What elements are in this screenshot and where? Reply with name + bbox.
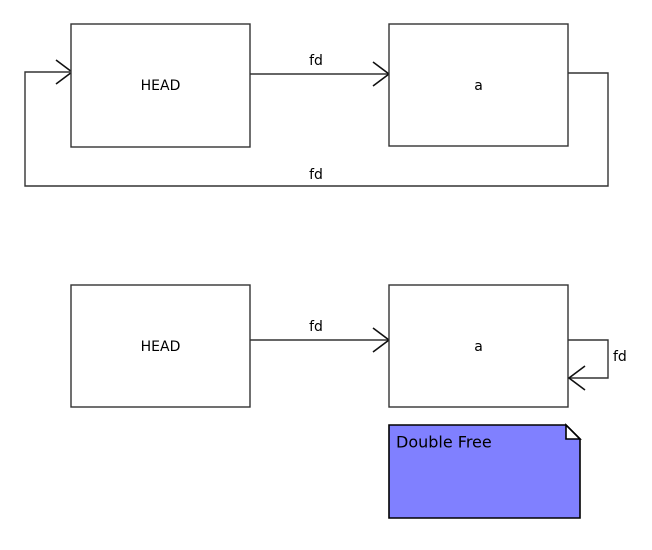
- edge-label-fd-head-to-a-top: fd: [309, 53, 323, 69]
- edge-a-self-loop-path: [568, 339, 609, 379]
- note-double-free-label: Double Free: [396, 433, 492, 452]
- node-head-top-label: HEAD: [141, 78, 181, 94]
- note-double-free[interactable]: Double Free: [388, 423, 582, 519]
- node-a-top-rect: [388, 23, 569, 147]
- arrowhead-self-loop-icon: [567, 365, 586, 391]
- node-a-top[interactable]: a: [388, 23, 569, 147]
- node-a-bottom[interactable]: a: [388, 284, 569, 408]
- note-double-free-shape: [388, 424, 581, 519]
- panel-double-free-list: HEAD fd a fd Doub: [70, 284, 627, 519]
- node-head-top[interactable]: HEAD: [70, 23, 251, 148]
- node-a-top-label: a: [474, 78, 483, 94]
- edge-a-to-head-wraparound[interactable]: fd: [24, 59, 609, 187]
- edge-label-fd-wraparound: fd: [309, 167, 323, 183]
- edge-label-fd-head-to-a-bottom: fd: [309, 319, 323, 335]
- node-a-bottom-rect: [388, 284, 569, 408]
- edge-wraparound-path: [24, 71, 609, 187]
- edge-label-fd-self-loop: fd: [613, 349, 627, 365]
- node-head-bottom[interactable]: HEAD: [70, 284, 251, 408]
- node-head-bottom-label: HEAD: [141, 339, 181, 355]
- node-head-bottom-rect: [70, 284, 251, 408]
- edge-head-to-a-bottom[interactable]: fd: [250, 319, 391, 353]
- node-head-top-rect: [70, 23, 251, 148]
- node-a-bottom-label: a: [474, 339, 483, 355]
- edge-head-to-a-top[interactable]: fd: [250, 53, 391, 87]
- panel-normal-free-list: fd HEAD fd a: [24, 23, 609, 187]
- note-fold-corner-icon: [565, 423, 582, 440]
- edge-a-self-loop[interactable]: fd: [567, 339, 627, 391]
